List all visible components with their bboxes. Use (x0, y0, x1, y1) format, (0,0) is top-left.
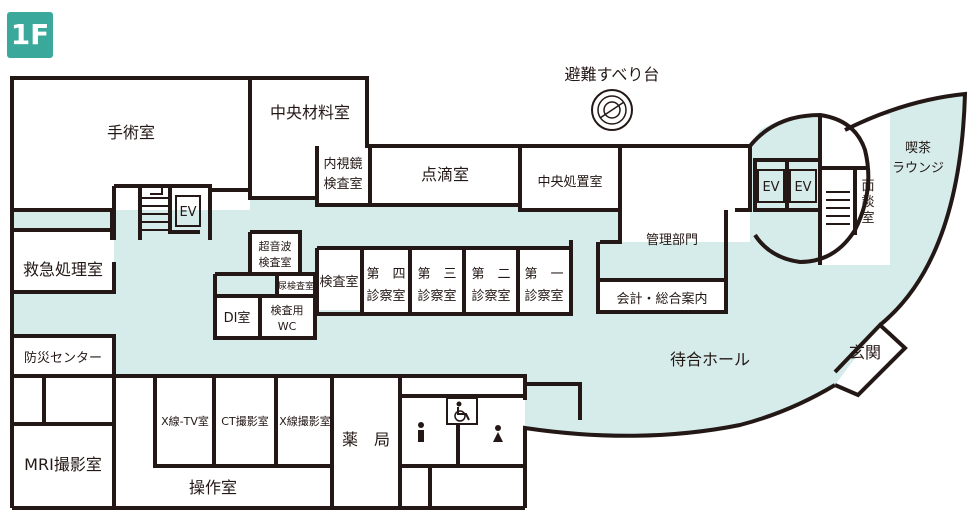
label-consult-3-2: 診察室 (417, 288, 456, 304)
ev-rotunda-1: EV (757, 169, 785, 203)
label-control-room: 操作室 (189, 478, 237, 497)
label-ct: CT撮影室 (221, 414, 268, 428)
ev-label: EV (179, 205, 196, 220)
label-exam-wc-2: WC (278, 320, 297, 333)
ev-label: EV (794, 180, 811, 195)
label-ultrasound-1: 超音波 (259, 239, 292, 253)
label-interview-2: 談 (861, 194, 874, 210)
label-consult-3-1: 第 三 (417, 267, 456, 282)
ev-label: EV (762, 180, 779, 195)
label-waiting-hall: 待合ホール (670, 350, 750, 369)
label-management: 管理部門 (646, 233, 698, 248)
ev-left: EV (175, 195, 201, 227)
label-xray: X線撮影室 (279, 414, 331, 428)
label-consult-2-2: 診察室 (471, 288, 510, 304)
label-lounge-2: ラウンジ (892, 161, 944, 176)
label-endoscopy-2: 検査室 (323, 176, 362, 192)
label-consult-2-1: 第 二 (471, 267, 510, 282)
female-toilet-icon (493, 425, 503, 442)
escape-slide-icon (591, 89, 633, 131)
label-exam: 検査室 (319, 274, 358, 290)
label-infusion: 点滴室 (421, 165, 469, 184)
rooms-white (12, 78, 890, 508)
label-endoscopy-1: 内視鏡 (323, 156, 362, 172)
label-interview-1: 面 (861, 179, 874, 194)
label-interview-3: 室 (861, 210, 874, 226)
label-consult-1-2: 診察室 (524, 288, 563, 304)
label-central-materials: 中央材料室 (270, 103, 350, 122)
ev-rotunda-2: EV (789, 169, 817, 203)
label-central-treatment: 中央処置室 (537, 174, 602, 190)
label-consult-4-2: 診察室 (366, 288, 405, 304)
label-consult-1-1: 第 一 (524, 267, 563, 282)
label-surgery: 手術室 (107, 123, 155, 142)
label-reception: 会計・総合案内 (616, 291, 707, 307)
label-pharmacy: 薬 局 (342, 430, 390, 449)
wheelchair-icon (446, 397, 478, 425)
male-toilet-icon (418, 422, 424, 442)
label-xray-tv: X線-TV室 (161, 414, 209, 428)
stairs-icon (826, 191, 850, 225)
label-disaster-center: 防災センター (24, 350, 102, 366)
label-escape-slide: 避難すべり台 (565, 65, 660, 84)
label-ultrasound-2: 検査室 (259, 255, 292, 269)
label-entrance: 玄関 (849, 343, 881, 362)
label-exam-wc-1: 検査用 (271, 303, 304, 317)
label-di: DI室 (224, 310, 251, 326)
floor-badge: 1F (7, 12, 53, 58)
label-mri: MRI撮影室 (24, 455, 102, 474)
label-lounge-1: 喫茶 (905, 140, 931, 156)
room-labels: 手術室 中央材料室 内視鏡 検査室 点滴室 中央処置室 管理部門 救急処理室 超… (23, 65, 944, 497)
label-consult-4-1: 第 四 (366, 267, 405, 282)
label-urinalysis: 尿検査室 (278, 280, 314, 292)
walls (10, 76, 968, 510)
stairs-icon (142, 188, 168, 231)
label-emergency: 救急処理室 (23, 260, 103, 279)
